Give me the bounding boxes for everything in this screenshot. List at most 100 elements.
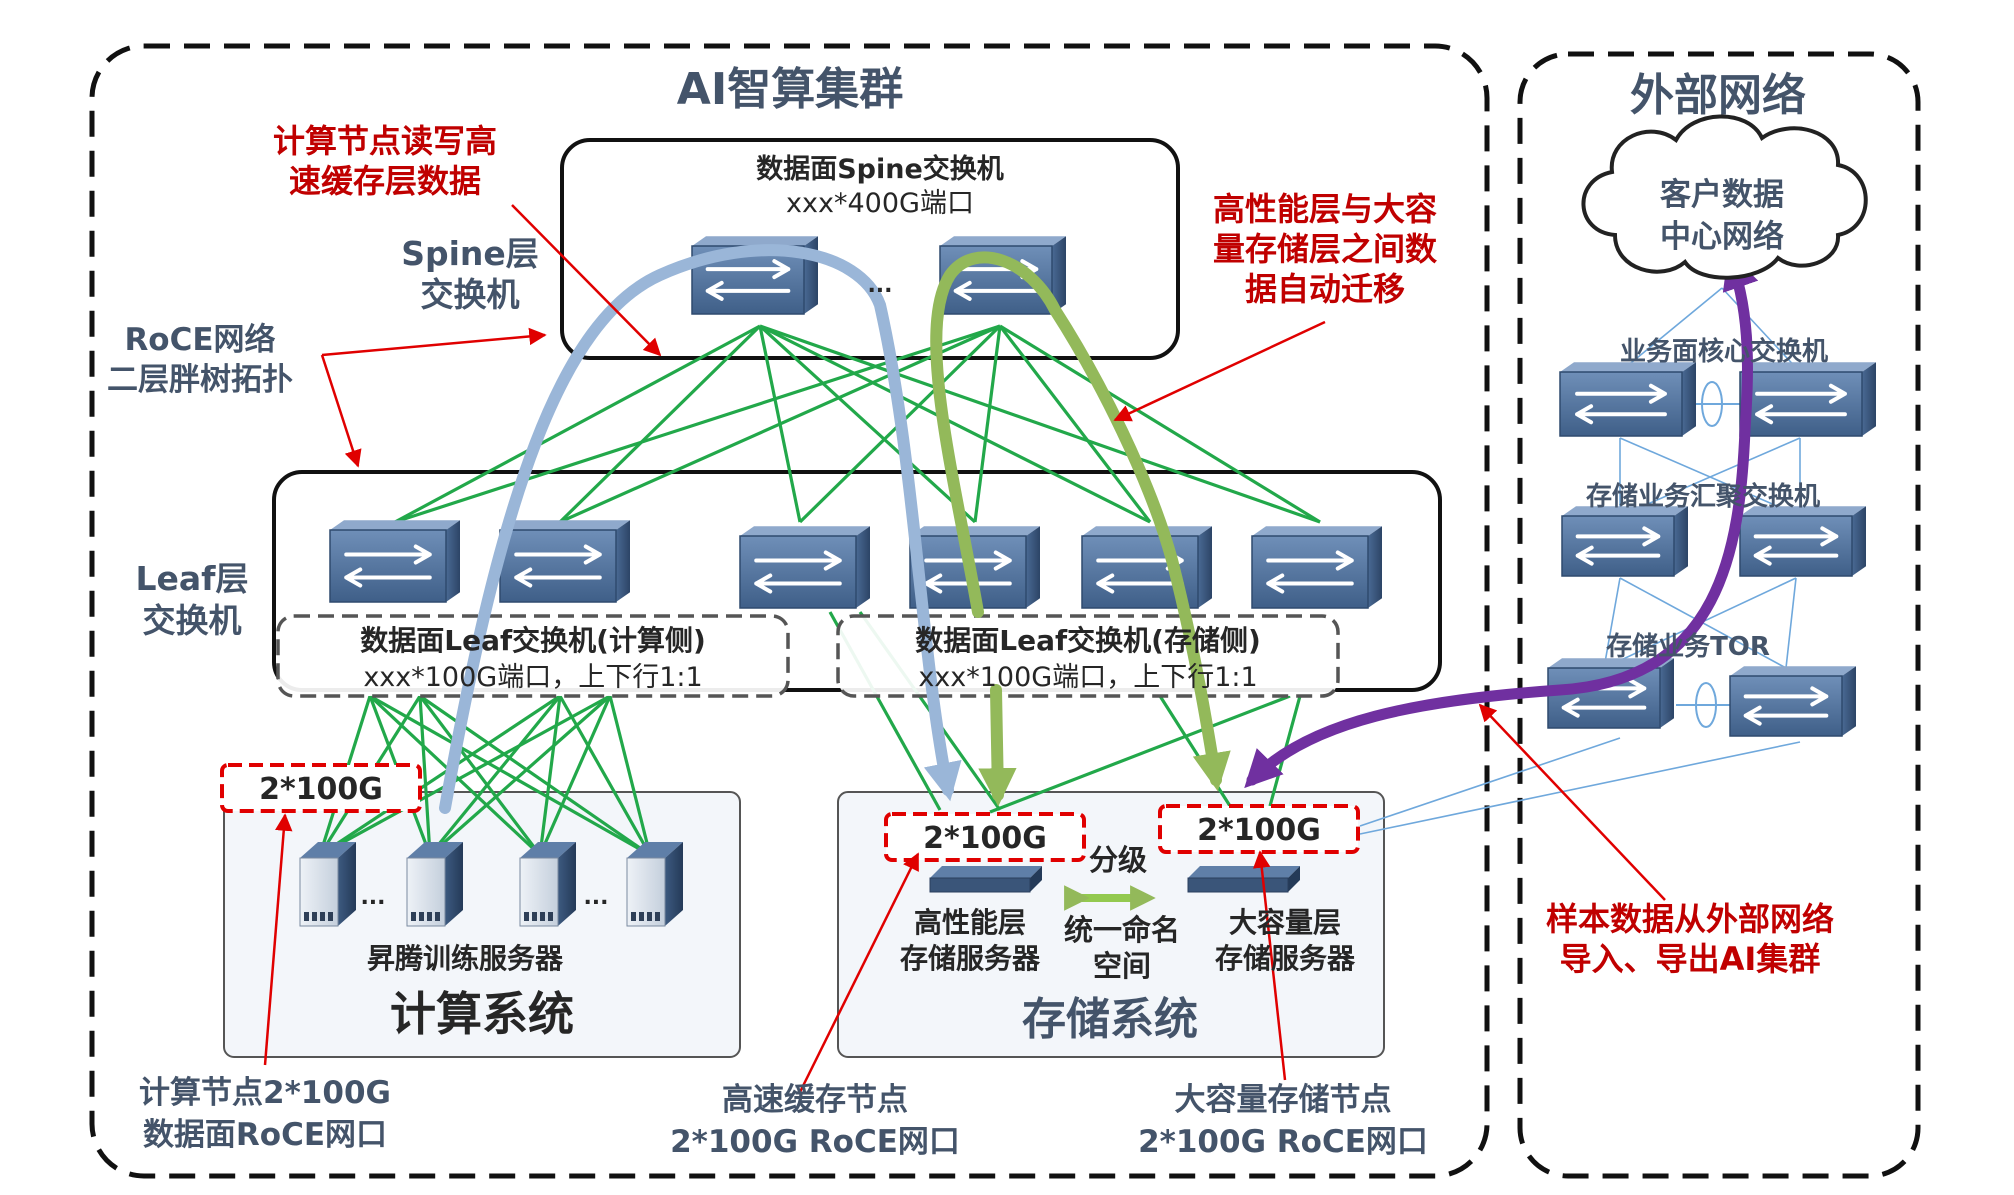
- callout-arrow-bulk-port: [1253, 850, 1287, 1081]
- compute-server-icon: [519, 842, 576, 927]
- leaf-compute-link: [428, 694, 612, 857]
- spine-side-label-2: 交换机: [421, 275, 520, 314]
- note-compute-2: 数据面RoCE网口: [143, 1117, 387, 1153]
- cloud-label-1: 客户数据: [1660, 177, 1784, 213]
- tier-migration-arrow-b: [978, 684, 1017, 807]
- cap-storage-server-icon: [1187, 866, 1300, 893]
- hp-storage-label-2: 存储服务器: [900, 942, 1041, 975]
- callout-arrow-compute-port: [263, 813, 293, 1066]
- storage-system-title: 存储系统: [1022, 994, 1198, 1045]
- callout-arrow-migration: [1113, 320, 1326, 422]
- leaf-storage-side-title: 数据面Leaf交换机(存储侧): [915, 624, 1261, 657]
- spine-leaf-link: [558, 324, 762, 524]
- tor-switch-icon: [1729, 666, 1856, 737]
- note-cache-2: 2*100G RoCE网口: [670, 1124, 960, 1160]
- leaf-storage-side-ports: xxx*100G端口，上下行1:1: [918, 662, 1257, 693]
- hp-storage-port-label: 2*100G: [923, 821, 1047, 856]
- leaf-side-label-2: 交换机: [143, 601, 242, 640]
- cloud-label-2: 中心网络: [1660, 219, 1784, 255]
- compute-system-title: 计算系统: [390, 987, 574, 1041]
- compute-servers-label: 昇腾训练服务器: [367, 942, 564, 975]
- customer-dc-cloud: [1581, 114, 1868, 280]
- spine-leaf-link: [998, 325, 1152, 523]
- leaf-switch-icon: [499, 520, 630, 603]
- compute-port-label: 2*100G: [259, 772, 383, 807]
- compute-server-icon: [299, 842, 356, 927]
- spine-leaf-link: [759, 324, 1151, 524]
- spine-ellipsis: ...: [867, 273, 892, 298]
- compute-read-write-arrow: [439, 244, 962, 814]
- namespace-label-2: 空间: [1093, 949, 1151, 983]
- agg-switch-icon: [1739, 506, 1866, 577]
- callout-compute-rw-2: 速缓存层数据: [289, 162, 481, 200]
- leaf-compute-link: [538, 695, 612, 856]
- callout-sample-1: 样本数据从外部网络: [1546, 900, 1834, 938]
- callout-arrow-cache-port: [798, 852, 920, 1093]
- callout-migration-3: 据自动迁移: [1245, 270, 1405, 308]
- leaf-switch-icon: [1251, 526, 1382, 609]
- callout-migration-2: 量存储层之间数: [1213, 230, 1438, 268]
- callout-compute-rw-1: 计算节点读写高: [273, 122, 497, 160]
- compute-ellipsis-2: ...: [583, 885, 608, 910]
- spine-leaf-link: [394, 324, 761, 524]
- compute-port-box: [220, 763, 422, 813]
- compute-server-icon: [626, 842, 683, 927]
- tier-label: 分级: [1089, 843, 1147, 877]
- note-bulk-1: 大容量存储节点: [1175, 1082, 1392, 1118]
- leaf-compute-link: [418, 695, 432, 856]
- leaf-compute-link: [538, 695, 562, 856]
- callout-arrow-roce-spine: [321, 327, 547, 357]
- leaf-compute-link: [608, 695, 652, 856]
- spine-leaf-link: [759, 324, 1321, 524]
- spine-box-ports: xxx*400G端口: [786, 188, 974, 219]
- spine-leaf-link: [973, 325, 1002, 523]
- note-compute-1: 计算节点2*100G: [139, 1075, 391, 1111]
- leaf-compute-link: [428, 694, 562, 857]
- leaf-switch-icon: [739, 526, 870, 609]
- spine-leaf-link: [394, 324, 1001, 524]
- spine-leaf-link: [758, 324, 977, 524]
- leaf-compute-link: [319, 694, 561, 857]
- leaf-side-label-1: Leaf层: [135, 559, 248, 598]
- spine-box-title: 数据面Spine交换机: [756, 153, 1004, 185]
- callout-sample-2: 导入、导出AI集群: [1560, 940, 1821, 978]
- leaf-compute-side-box: [276, 614, 790, 698]
- leaf-compute-link: [319, 694, 611, 857]
- callout-arrow-roce-leaf: [320, 354, 362, 468]
- tor-switch-label: 存储业务TOR: [1606, 631, 1770, 662]
- leaf-compute-link: [418, 695, 542, 856]
- cap-storage-label-2: 存储服务器: [1215, 942, 1356, 975]
- compute-server-icon: [406, 842, 463, 927]
- note-bulk-2: 2*100G RoCE网口: [1138, 1124, 1428, 1160]
- compute-ellipsis-1: ...: [360, 885, 385, 910]
- core-switch-label: 业务面核心交换机: [1620, 336, 1828, 367]
- spine-side-label-1: Spine层: [401, 234, 539, 273]
- callout-migration-1: 高性能层与大容: [1213, 190, 1437, 228]
- leaf-switch-icon: [329, 520, 460, 603]
- cap-storage-port-box: [1158, 804, 1360, 854]
- external-link: [1785, 577, 1797, 669]
- external-network-title: 外部网络: [1630, 70, 1806, 121]
- leaf-switch-icon: [1081, 526, 1212, 609]
- leaf-compute-link: [369, 694, 651, 857]
- namespace-label-1: 统一命名: [1064, 913, 1180, 947]
- external-link: [1359, 741, 1801, 835]
- leaf-compute-link: [558, 695, 652, 856]
- leaf-storage-link: [1158, 695, 1232, 807]
- hp-storage-port-box: [884, 812, 1086, 862]
- leaf-compute-side-title: 数据面Leaf交换机(计算侧): [360, 624, 706, 657]
- callout-arrow-compute-rw: [511, 204, 662, 357]
- external-import-export-arrow: [1244, 251, 1759, 789]
- agg-switch-icon: [1561, 506, 1688, 577]
- spine-leaf-link: [559, 324, 1001, 524]
- note-cache-1: 高速缓存节点: [722, 1082, 908, 1118]
- core-switch-icon: [1559, 362, 1696, 437]
- agg-switch-label: 存储业务汇聚交换机: [1586, 481, 1820, 512]
- roce-label-2: 二层胖树拓扑: [107, 362, 293, 398]
- tier-migration-arrow-a: [930, 251, 1231, 792]
- cap-storage-label-1: 大容量层: [1229, 906, 1341, 939]
- ai-cluster-title: AI智算集群: [677, 64, 903, 115]
- callout-arrow-sample-data: [1478, 703, 1666, 901]
